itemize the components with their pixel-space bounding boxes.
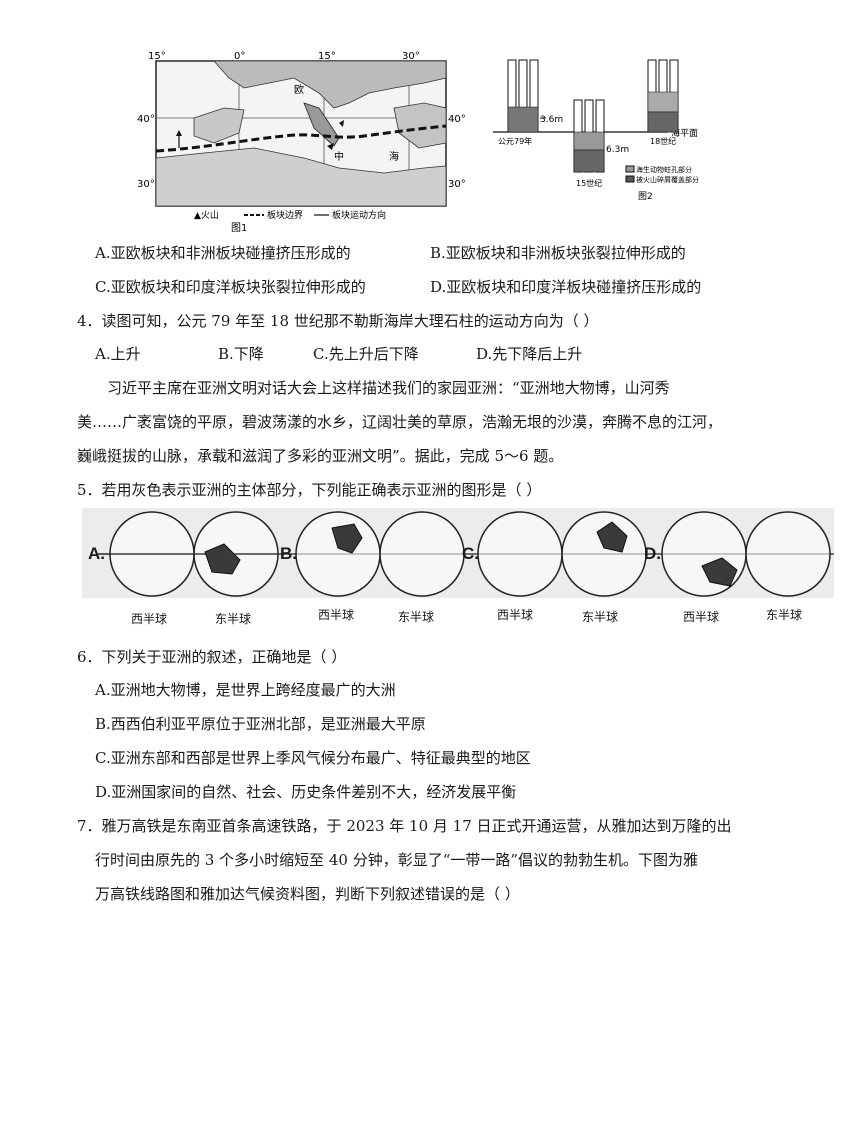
lon-label: 15° <box>318 51 336 62</box>
q5-letter-d[interactable]: D. <box>644 544 661 563</box>
legend-swatch-b <box>625 175 635 183</box>
passage-line-3: 巍峨挺拔的山脉，承载和滋润了多彩的亚洲文明”。据此，完成 5～6 题。 <box>77 447 564 465</box>
q4-stem: 4．读图可知，公元 79 年至 18 世纪那不勒斯海岸大理石柱的运动方向为（ ） <box>77 312 599 330</box>
columns-18c <box>647 59 679 133</box>
lon-label: 30° <box>402 51 420 62</box>
time-label-18c: 18世纪 <box>650 136 676 146</box>
lat-label: 40° <box>137 114 155 125</box>
label-6-3m: 6.3m <box>606 145 629 155</box>
legend-a: 海生动物蛀孔部分 <box>636 165 692 174</box>
iberia-land <box>193 107 245 144</box>
q4-option-b[interactable]: B.下降 <box>218 345 264 363</box>
asia-shape-a <box>204 543 241 575</box>
q7-line-1: 7．雅万高铁是东南亚首条高速铁路，于 2023 年 10 月 17 日正式开通运… <box>77 817 732 835</box>
option-b-pair[interactable] <box>295 511 465 597</box>
q4-option-c[interactable]: C.先上升后下降 <box>313 345 419 363</box>
figure-1-caption: 图1 <box>231 222 247 233</box>
time-label-ad79: 公元79年 <box>498 136 532 146</box>
q5-letter-b[interactable]: B. <box>280 544 297 563</box>
asia-shape-d <box>701 557 738 587</box>
east-hemisphere-label-b: 东半球 <box>398 610 435 624</box>
q6-option-c[interactable]: C.亚洲东部和西部是世界上季风气候分布最广、特征最典型的地区 <box>95 749 531 767</box>
legend-swatch-a <box>625 165 635 173</box>
west-hemisphere-label-d: 西半球 <box>683 610 720 624</box>
africa-land <box>155 147 447 207</box>
east-hemisphere-label-c: 东半球 <box>582 610 619 624</box>
q6-option-b[interactable]: B.西西伯利亚平原位于亚洲北部，是亚洲最大平原 <box>95 715 426 733</box>
passage-line-2: 美……广袤富饶的平原，碧波荡漾的水乡，辽阔壮美的草原，浩瀚无垠的沙漠，奔腾不息的… <box>77 413 723 431</box>
columns-svg: 海平面 3.6m 公元79年 6.3m 15世纪 18世纪 <box>493 59 699 202</box>
passage-line-1: 习近平主席在亚洲文明对话大会上这样描述我们的家园亚洲：“亚洲地大物博，山河秀 <box>107 379 670 397</box>
hemispheres-svg <box>82 508 834 598</box>
west-hemisphere-label-c: 西半球 <box>497 608 534 622</box>
west-hemisphere-label-a: 西半球 <box>131 612 168 626</box>
option-c-pair[interactable] <box>477 511 647 597</box>
asia-shape-b <box>331 523 363 554</box>
volcano-icon <box>327 143 334 150</box>
lat-label: 40° <box>448 114 466 125</box>
q3-option-b[interactable]: B.亚欧板块和非洲板块张裂拉伸形成的 <box>430 244 686 262</box>
columns-15c <box>573 99 605 173</box>
plate-boundary <box>155 124 447 153</box>
q5-hemisphere-diagram <box>82 508 834 623</box>
europe-land <box>156 60 447 109</box>
figure-2-columns: 海平面 3.6m 公元79年 6.3m 15世纪 18世纪 <box>488 52 733 232</box>
q5-letter-a[interactable]: A. <box>88 544 105 563</box>
lon-label: 0° <box>234 51 245 62</box>
figure-1-map: 欧 中 海 15° 0° 15° 30° 40° 30° 40° 30° ▲火山… <box>134 48 469 234</box>
map-label-mediterranean-1: 中 <box>334 150 344 163</box>
label-3-6m: 3.6m <box>540 115 563 125</box>
lat-label: 30° <box>448 179 466 190</box>
option-a-pair[interactable] <box>97 511 279 597</box>
legend-motion: 板块运动方向 <box>332 209 386 221</box>
legend-b: 被火山碎屑覆盖部分 <box>636 175 699 184</box>
q7-line-2: 行时间由原先的 3 个多小时缩短至 40 分钟，彰显了“一带一路”倡议的勃勃生机… <box>95 851 699 869</box>
q5-letter-c[interactable]: C. <box>462 544 479 563</box>
columns-ad79 <box>507 59 539 133</box>
q3-option-c[interactable]: C.亚欧板块和印度洋板块张裂拉伸形成的 <box>95 278 366 296</box>
legend-volcano: ▲火山 <box>194 210 219 221</box>
q7-line-3: 万高铁线路图和雅加达气候资料图，判断下列叙述错误的是（ ） <box>95 885 520 903</box>
q6-stem: 6．下列关于亚洲的叙述，正确地是（ ） <box>77 648 347 666</box>
anatolia-land <box>393 102 447 149</box>
q3-option-d[interactable]: D.亚欧板块和印度洋板块碰撞挤压形成的 <box>430 278 702 296</box>
arrow-head-icon <box>176 130 182 136</box>
volcano-icon <box>339 120 344 127</box>
east-hemisphere-label-d: 东半球 <box>766 608 803 622</box>
legend-boundary: 板块边界 <box>267 209 303 221</box>
q5-stem: 5．若用灰色表示亚洲的主体部分，下列能正确表示亚洲的图形是（ ） <box>77 481 542 499</box>
q4-option-a[interactable]: A.上升 <box>95 345 141 363</box>
figure-2-caption: 图2 <box>638 191 653 202</box>
lon-label: 15° <box>148 51 166 62</box>
lat-label: 30° <box>137 179 155 190</box>
west-hemisphere-label-b: 西半球 <box>318 608 355 622</box>
q4-option-d[interactable]: D.先下降后上升 <box>476 345 583 363</box>
time-label-15c: 15世纪 <box>576 178 602 188</box>
asia-shape-c <box>596 521 628 553</box>
map-label-mediterranean-2: 海 <box>389 150 399 163</box>
q3-option-a[interactable]: A.亚欧板块和非洲板块碰撞挤压形成的 <box>95 244 351 262</box>
map-label-europe: 欧 <box>294 84 304 96</box>
option-d-pair[interactable] <box>661 511 831 597</box>
east-hemisphere-label-a: 东半球 <box>215 612 252 626</box>
map-svg: 欧 中 海 15° 0° 15° 30° 40° 30° 40° 30° ▲火山… <box>137 51 466 234</box>
q6-option-a[interactable]: A.亚洲地大物博，是世界上跨经度最广的大洲 <box>95 681 396 699</box>
q6-option-d[interactable]: D.亚洲国家间的自然、社会、历史条件差别不大，经济发展平衡 <box>95 783 517 801</box>
